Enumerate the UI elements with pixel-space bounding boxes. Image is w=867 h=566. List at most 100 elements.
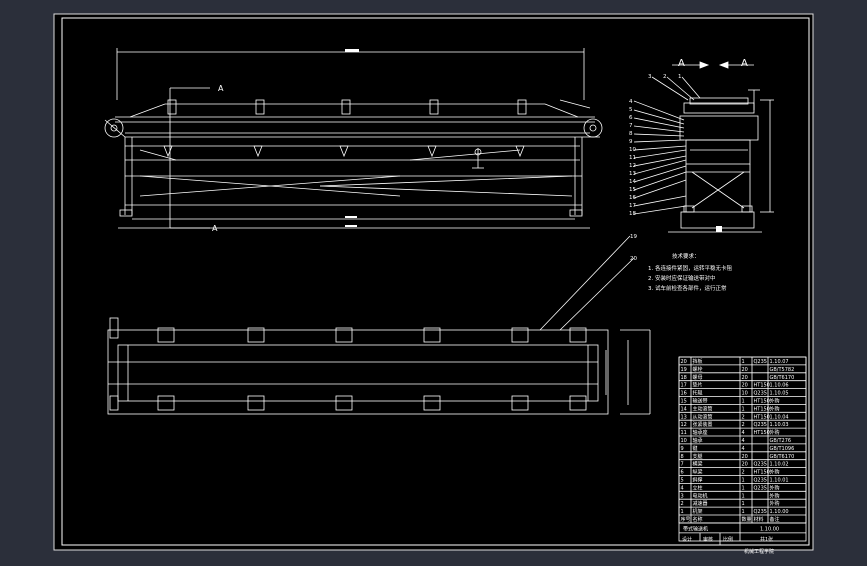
bom-cell: 10 (681, 438, 687, 444)
leader-label: 17 (629, 203, 636, 209)
bom-cell: GB/T6170 (770, 454, 795, 460)
leader-label: 18 (629, 211, 636, 217)
bom-cell: Q235 (754, 391, 767, 397)
bom-cell: 1 (742, 485, 745, 491)
leader-label: 4 (629, 99, 633, 105)
bom-cell: 4 (681, 485, 684, 491)
notes-title: 技术要求： (672, 252, 700, 260)
bom-header-cell: 材料 (754, 516, 764, 523)
title-block-school: 机械工程学院 (744, 548, 774, 555)
bom-cell: 1 (742, 501, 745, 507)
title-block-drawing-name: 带式输送机 (683, 525, 708, 532)
bom-cell: 电动机 (693, 492, 708, 499)
side-section-view (633, 61, 774, 233)
bom-cell: 托辊 (693, 390, 703, 397)
bom-cell: 横梁 (693, 461, 703, 468)
bom-cell: 19 (681, 367, 687, 373)
bom-cell: 张紧装置 (693, 421, 713, 428)
leader-label: 16 (629, 195, 636, 201)
bom-cell: 1.10.05 (770, 391, 789, 397)
bom-cell: 1 (742, 493, 745, 499)
bom-cell: 纵梁 (693, 469, 703, 476)
leader-label: 8 (629, 131, 633, 137)
leader-label: 20 (630, 256, 637, 262)
bom-cell: Q235 (754, 359, 767, 365)
bom-cell: 挡板 (693, 358, 703, 365)
bom-cell: 斜撑 (693, 477, 703, 484)
leader-label: 9 (629, 139, 633, 145)
bom-cell: 4 (742, 438, 745, 444)
bom-cell: Q235 (754, 422, 767, 428)
bom-cell: 1 (681, 509, 684, 515)
bom-cell: 支腿 (693, 453, 703, 460)
technical-notes: 技术要求： 1. 各连接件紧固，运转平稳无卡阻 2. 安装时应保证输送带对中 3… (648, 252, 732, 292)
leader-label: 13 (629, 171, 636, 177)
bom-cell: 17 (681, 383, 687, 389)
bom-cell: 外购 (770, 500, 780, 507)
bom-cell: 2 (681, 501, 684, 507)
bom-cell: 16 (681, 391, 687, 397)
bom-cell: HT150 (754, 399, 770, 405)
bom-cell: 20 (742, 367, 748, 373)
bom-cell: 7 (681, 462, 684, 468)
bom-cell: 5 (681, 478, 684, 484)
bom-cell: 1.10.06 (770, 383, 789, 389)
bom-cell: 主动滚筒 (693, 405, 713, 412)
bom-cell: 20 (742, 454, 748, 460)
notes-line-1: 1. 各连接件紧固，运转平稳无卡阻 (648, 264, 732, 272)
bom-cell: 螺母 (693, 374, 703, 381)
bom-cell: 4 (742, 430, 745, 436)
bom-cell: 14 (681, 406, 687, 412)
bom-cell: 3 (681, 493, 684, 499)
title-block-checker: 审核 (703, 536, 713, 543)
bom-cell: 2 (742, 414, 745, 420)
bom-header-cell: 数量 (742, 516, 752, 523)
bom-cell: 1.10.02 (770, 462, 789, 468)
section-mark-left-top: A (218, 84, 224, 93)
bom-cell: 1 (742, 478, 745, 484)
bom-cell: 垫片 (693, 382, 703, 389)
bom-cell: Q235 (754, 485, 767, 491)
bom-cell: 外购 (770, 398, 780, 405)
bom-cell: 13 (681, 414, 687, 420)
bom-cell: 18 (681, 375, 687, 381)
leader-label: 12 (629, 163, 636, 169)
bom-cell: GB/T6170 (770, 375, 795, 381)
title-block-sheet: 共1张 (760, 536, 773, 543)
bom-cell: 输送带 (693, 398, 708, 405)
bom-cell: 20 (681, 359, 687, 365)
bom-cell: 1.10.00 (770, 509, 789, 515)
bom-cell: 6 (681, 470, 684, 476)
leader-label: 2 (663, 74, 667, 80)
bom-header-cell: 备注 (770, 516, 780, 523)
bom-cell: 1.10.01 (770, 478, 789, 484)
bom-cell: HT150 (754, 406, 770, 412)
bom-cell: 1.10.04 (770, 414, 789, 420)
bom-cell: 减速器 (693, 500, 708, 507)
bom-cell: Q235 (754, 509, 767, 515)
bom-cell: 15 (681, 399, 687, 405)
leader-label: 19 (630, 234, 637, 240)
bom-header-cell: 序号 (681, 516, 691, 523)
bom-cell: 机架 (693, 508, 703, 515)
bom-cell: Q235 (754, 462, 767, 468)
bom-cell: 1 (742, 406, 745, 412)
bom-cell: HT150 (754, 470, 770, 476)
bom-cell: 外购 (770, 469, 780, 476)
bom-cell: GB/T5782 (770, 367, 795, 373)
bom-header-row: 序号名称数量材料备注 (681, 516, 780, 523)
